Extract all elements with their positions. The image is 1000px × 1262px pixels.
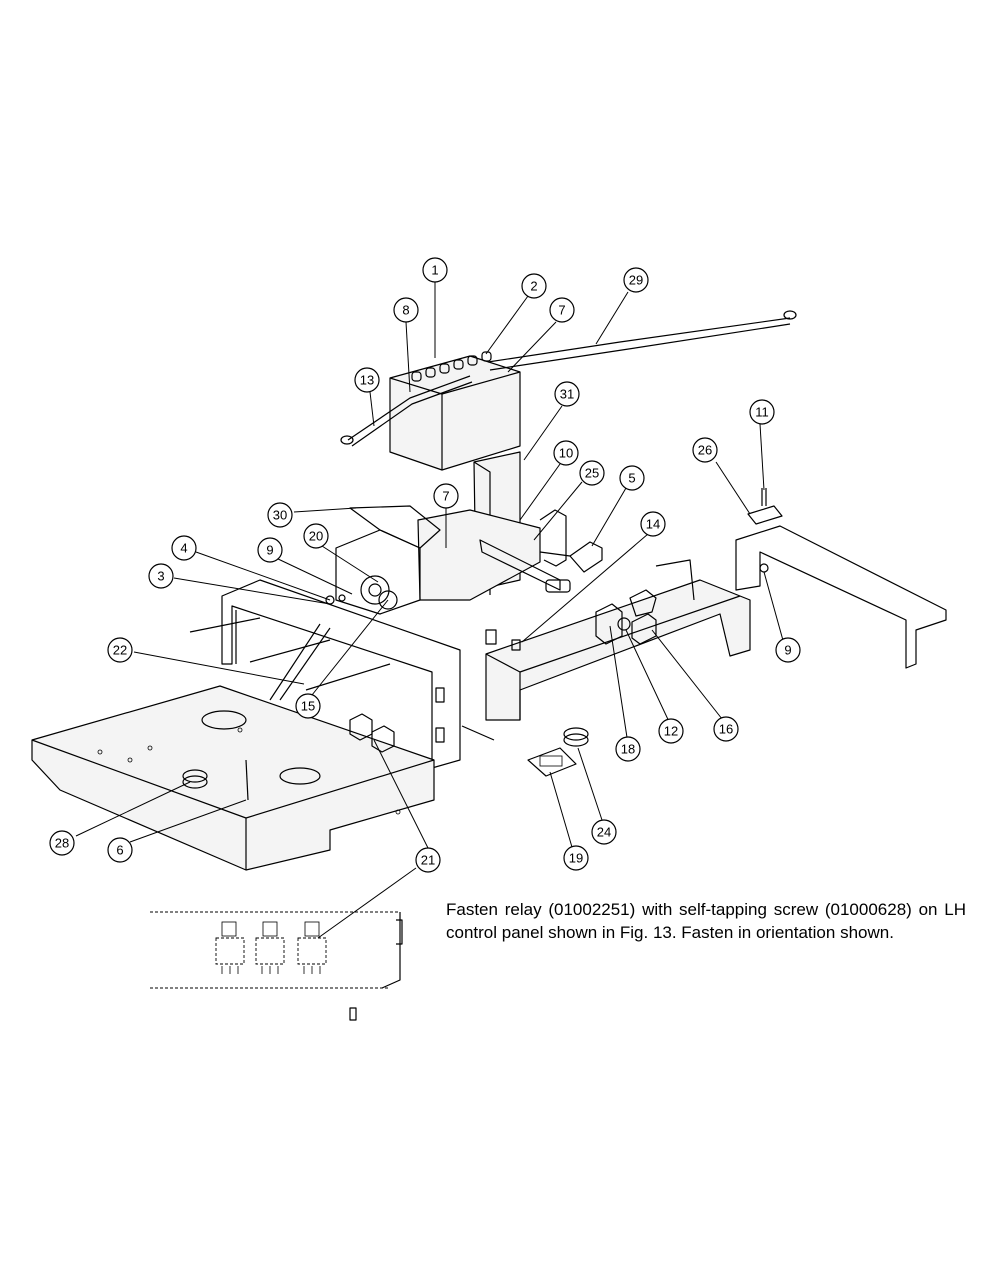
callout-26: 26 bbox=[692, 437, 718, 463]
callout-8: 8 bbox=[393, 297, 419, 323]
callout-9-right: 9 bbox=[775, 637, 801, 663]
svg-text:10: 10 bbox=[559, 446, 573, 461]
column-assembly bbox=[335, 451, 571, 615]
callout-11: 11 bbox=[749, 399, 775, 425]
svg-text:19: 19 bbox=[569, 851, 583, 866]
callout-9-left: 9 bbox=[257, 537, 283, 563]
callout-7-top: 7 bbox=[549, 297, 575, 323]
callout-18: 18 bbox=[615, 736, 641, 762]
leader-lines bbox=[75, 282, 785, 939]
svg-text:9: 9 bbox=[266, 543, 273, 558]
callout-22: 22 bbox=[107, 637, 133, 663]
relay-group bbox=[349, 713, 395, 753]
svg-text:11: 11 bbox=[755, 405, 769, 420]
svg-text:21: 21 bbox=[421, 853, 435, 868]
callout-4: 4 bbox=[171, 535, 197, 561]
callout-21-main: 21 bbox=[415, 847, 441, 873]
svg-text:29: 29 bbox=[629, 273, 643, 288]
assembly-note: Fasten relay (01002251) with self-tappin… bbox=[446, 900, 966, 942]
svg-text:14: 14 bbox=[646, 517, 660, 532]
svg-text:31: 31 bbox=[560, 387, 574, 402]
callout-16: 16 bbox=[713, 716, 739, 742]
svg-text:22: 22 bbox=[113, 643, 127, 658]
callout-6: 6 bbox=[107, 837, 133, 863]
control-panel bbox=[485, 559, 751, 777]
svg-text:26: 26 bbox=[698, 443, 712, 458]
callout-14: 14 bbox=[640, 511, 666, 537]
callout-31: 31 bbox=[554, 381, 580, 407]
svg-text:3: 3 bbox=[157, 569, 164, 584]
base-plate bbox=[31, 685, 435, 871]
callout-24: 24 bbox=[591, 819, 617, 845]
svg-text:6: 6 bbox=[116, 843, 123, 858]
callout-3: 3 bbox=[148, 563, 174, 589]
callout-15: 15 bbox=[295, 693, 321, 719]
svg-text:12: 12 bbox=[664, 724, 678, 739]
callout-25: 25 bbox=[579, 460, 605, 486]
callout-7-mid: 7 bbox=[433, 483, 459, 509]
svg-text:8: 8 bbox=[402, 303, 409, 318]
svg-text:2: 2 bbox=[530, 279, 537, 294]
svg-text:5: 5 bbox=[628, 471, 635, 486]
callout-1: 1 bbox=[422, 257, 448, 283]
right-frame bbox=[735, 488, 947, 669]
svg-text:13: 13 bbox=[360, 373, 374, 388]
callout-12: 12 bbox=[658, 718, 684, 744]
svg-text:7: 7 bbox=[558, 303, 565, 318]
callout-2: 2 bbox=[521, 273, 547, 299]
callout-20: 20 bbox=[303, 523, 329, 549]
svg-text:25: 25 bbox=[585, 466, 599, 481]
svg-text:4: 4 bbox=[180, 541, 187, 556]
callout-13: 13 bbox=[354, 367, 380, 393]
battery-assembly bbox=[340, 310, 797, 471]
callout-29: 29 bbox=[623, 267, 649, 293]
svg-text:30: 30 bbox=[273, 508, 287, 523]
callout-28: 28 bbox=[49, 830, 75, 856]
svg-text:16: 16 bbox=[719, 722, 733, 737]
bracket-and-switch bbox=[539, 509, 603, 573]
svg-text:7: 7 bbox=[442, 489, 449, 504]
callout-30: 30 bbox=[267, 502, 293, 528]
callout-bubbles: 1 2 29 8 7 13 31 10 25 5 11 26 30 7 14 2… bbox=[49, 257, 801, 873]
svg-text:20: 20 bbox=[309, 529, 323, 544]
callout-5: 5 bbox=[619, 465, 645, 491]
callout-19: 19 bbox=[563, 845, 589, 871]
svg-text:18: 18 bbox=[621, 742, 635, 757]
callout-10: 10 bbox=[553, 440, 579, 466]
svg-text:24: 24 bbox=[597, 825, 611, 840]
svg-text:15: 15 bbox=[301, 699, 315, 714]
svg-text:1: 1 bbox=[431, 263, 438, 278]
detail-view bbox=[150, 911, 403, 1021]
svg-text:28: 28 bbox=[55, 836, 69, 851]
svg-text:9: 9 bbox=[784, 643, 791, 658]
